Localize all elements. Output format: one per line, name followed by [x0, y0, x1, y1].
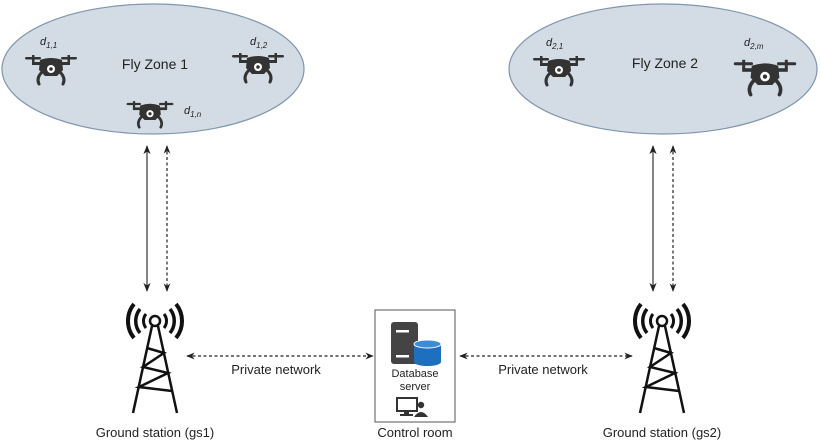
link-label: Private network — [498, 362, 588, 377]
control-room-box: Database server — [374, 309, 456, 423]
antenna-tower-icon — [632, 302, 692, 415]
database-icon — [413, 339, 442, 366]
antenna-tower-icon — [125, 302, 185, 415]
operator-workstation-icon — [396, 397, 428, 417]
zone-label: Fly Zone 1 — [122, 56, 188, 72]
ground-station-label: Ground station (gs2) — [603, 425, 722, 440]
control-room-label: Control room — [377, 425, 452, 440]
server-icon — [391, 322, 418, 364]
drone-label: d1,2 — [250, 36, 268, 50]
ground-station-label: Ground station (gs1) — [96, 425, 215, 440]
link-label: Private network — [231, 362, 321, 377]
fly-zone-2: Fly Zone 2 d2,1 d2,m — [508, 3, 818, 135]
drone-label: d2,m — [744, 37, 764, 51]
zone-label: Fly Zone 2 — [632, 55, 698, 71]
server-label: server — [400, 381, 431, 393]
drone-label: d2,1 — [546, 37, 563, 51]
server-label: Database — [391, 368, 438, 380]
fly-zone-1: Fly Zone 1 d1,1 d1,2 d1,n — [1, 3, 305, 135]
drone-label: d1,n — [184, 105, 202, 119]
drone-label: d1,1 — [40, 36, 57, 50]
